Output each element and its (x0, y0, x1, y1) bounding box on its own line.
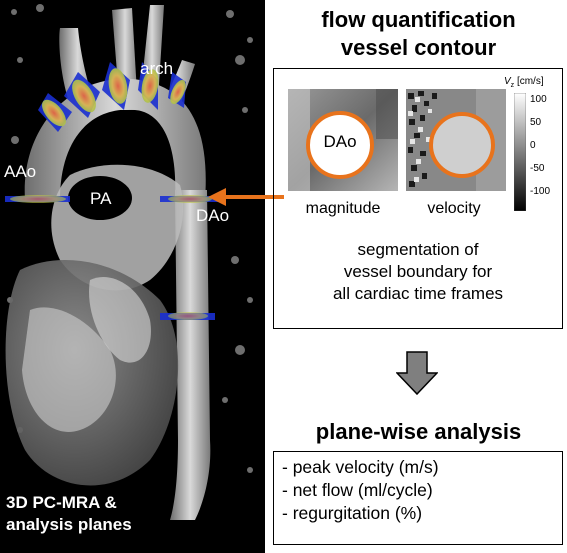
colorbar-unit-sub: z (510, 82, 515, 89)
colorbar-tick-label: -100 (530, 186, 551, 197)
colorbar-unit-label: Vz [cm/s] (504, 75, 564, 89)
analysis-planes (5, 62, 220, 320)
contour-title-line-1: flow quantification (321, 7, 516, 32)
magnitude-label: magnitude (305, 200, 381, 217)
aorta-rendering (5, 4, 253, 520)
colorbar-unit-v: V (504, 76, 511, 87)
magnitude-image (288, 89, 398, 191)
analysis-result-item: - regurgitation (%) (282, 503, 423, 523)
analysis-section-title: plane-wise analysis (315, 419, 522, 444)
caption-line-1: 3D PC-MRA & (6, 493, 117, 512)
colorbar-unit-suffix: [cm/s] (516, 76, 544, 87)
dao-label-3d: DAo (196, 206, 230, 225)
segmentation-line-2: vessel boundary for (343, 262, 493, 281)
rendering-caption: 3D PC-MRA & analysis planes (6, 492, 132, 536)
colorbar-tick-label: -50 (530, 163, 545, 174)
vessel-contour-box: DAo Vz [cm/s] (273, 68, 563, 329)
down-arrow-icon (396, 351, 438, 395)
colorbar-tick-label: 50 (530, 117, 542, 128)
velocity-image (406, 89, 506, 191)
colorbar-tick-label: 0 (530, 140, 536, 151)
pcmra-rendering-panel: arch AAo PA DAo 3D PC-MRA & analysis pla… (0, 0, 265, 553)
caption-line-2: analysis planes (6, 515, 132, 534)
colorbar-tick-label: 100 (530, 94, 547, 105)
segmentation-text: segmentation of vessel boundary for all … (274, 239, 562, 305)
arch-label: arch (140, 59, 174, 78)
colorbar (514, 93, 526, 211)
segmentation-line-3: all cardiac time frames (332, 284, 504, 303)
pa-label: PA (90, 189, 112, 208)
dao-label-magnitude: DAo (323, 132, 357, 151)
velocity-label: velocity (427, 200, 481, 217)
analysis-results-box: - peak velocity (m/s) - net flow (ml/cycl… (273, 451, 563, 545)
aao-label: AAo (4, 162, 37, 181)
contour-section-title: flow quantification vessel contour (270, 6, 567, 62)
contour-title-line-2: vessel contour (340, 35, 497, 60)
analysis-result-item: - net flow (ml/cycle) (282, 480, 433, 500)
analysis-result-item: - peak velocity (m/s) (282, 457, 439, 477)
analysis-results-list: - peak velocity (m/s) - net flow (ml/cycl… (274, 452, 562, 525)
segmentation-line-1: segmentation of (357, 240, 479, 259)
